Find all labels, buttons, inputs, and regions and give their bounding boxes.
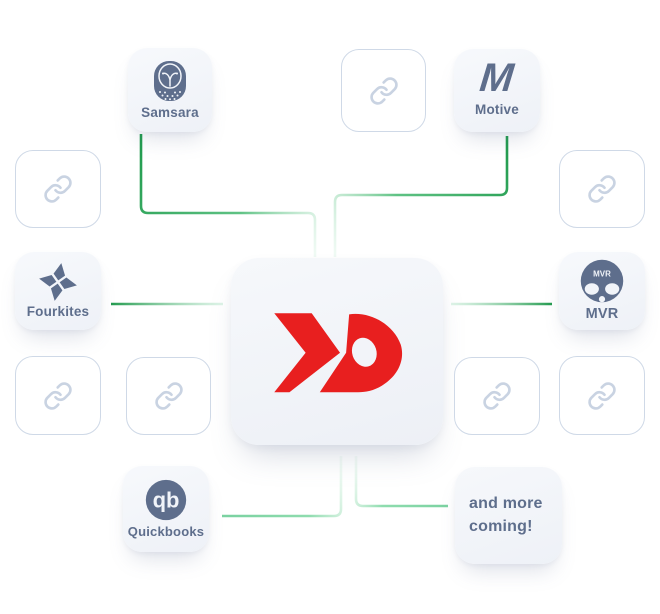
quickbooks-tile: qb Quickbooks [123, 466, 209, 552]
chain-link-icon [483, 382, 511, 410]
fourkites-label: Fourkites [26, 303, 90, 319]
placeholder-tile [15, 356, 101, 435]
chain-link-icon [369, 76, 398, 105]
quickbooks-icon-letters: qb [153, 488, 180, 513]
wire-quickbooks [222, 456, 343, 518]
chain-link-icon [44, 175, 72, 203]
motive-m-icon: M [478, 56, 516, 101]
more-coming-tile: and more coming! [455, 467, 562, 564]
placeholder-tile [454, 357, 540, 435]
placeholder-tile [15, 150, 101, 228]
fourkites-tile: Fourkites [15, 252, 101, 330]
wire-motive [333, 136, 509, 257]
chain-link-icon [44, 381, 72, 410]
wire-samsara [139, 134, 317, 257]
center-brand-tile [231, 258, 443, 445]
chain-link-icon [588, 175, 616, 203]
motive-tile: M Motive [454, 49, 540, 132]
chain-link-icon [588, 381, 616, 410]
more-coming-line2: coming! [469, 517, 533, 535]
quickbooks-label: Quickbooks [127, 524, 205, 540]
wire-more [354, 456, 448, 508]
chain-link-icon [154, 382, 183, 410]
brand-d-logo [274, 313, 403, 392]
samsara-owl-icon [154, 60, 186, 101]
mvr-tile: MVR MVR [559, 252, 645, 330]
motive-label: Motive [475, 102, 519, 118]
more-coming-line1: and more [469, 495, 543, 513]
samsara-tile: Samsara [128, 48, 212, 132]
mvr-label: MVR [585, 306, 619, 323]
placeholder-tile [126, 357, 211, 435]
fourkites-star-icon [39, 263, 77, 301]
quickbooks-qb-icon: qb [145, 480, 187, 521]
placeholder-tile [559, 356, 645, 435]
steering-wheel-icon: MVR [580, 260, 624, 303]
placeholder-tile [559, 150, 645, 228]
placeholder-tile [341, 49, 426, 132]
mvr-icon-text: MVR [593, 270, 611, 279]
samsara-label: Samsara [141, 104, 199, 120]
